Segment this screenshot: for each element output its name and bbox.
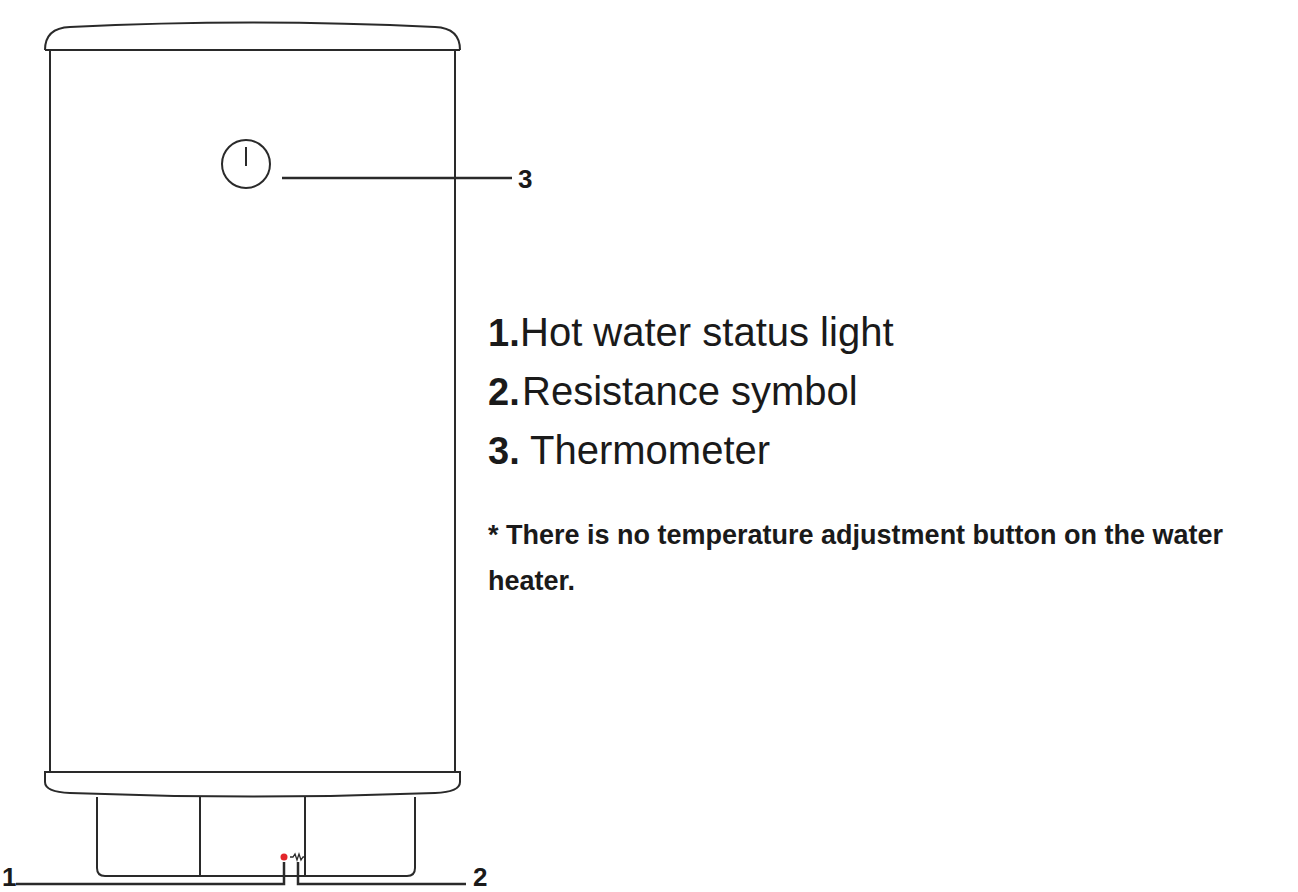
part-name: Resistance symbol bbox=[522, 371, 858, 411]
leader-line bbox=[16, 862, 284, 884]
top-cap bbox=[45, 23, 460, 51]
top-cap-edge bbox=[45, 49, 460, 51]
leader-line bbox=[282, 177, 512, 180]
leader-line bbox=[298, 862, 466, 884]
tank-side bbox=[49, 50, 51, 772]
part-name: Hot water status light bbox=[520, 312, 894, 352]
control-box bbox=[97, 797, 415, 876]
callout-number: 1 bbox=[2, 864, 16, 890]
list-number: 3. bbox=[488, 432, 520, 470]
callout-number: 3 bbox=[518, 166, 532, 192]
status-light bbox=[281, 854, 288, 861]
tank-side bbox=[454, 50, 456, 772]
resistor-symbol bbox=[290, 854, 306, 860]
note-text: * There is no temperature adjustment but… bbox=[488, 512, 1288, 604]
bottom-cap bbox=[45, 772, 460, 797]
control-box-seam bbox=[304, 797, 306, 876]
thermometer-needle bbox=[245, 147, 247, 166]
list-number: 1. bbox=[488, 314, 520, 352]
thermometer bbox=[222, 140, 270, 188]
control-box-seam bbox=[199, 797, 201, 876]
callout-number: 2 bbox=[473, 864, 487, 890]
list-number: 2. bbox=[488, 373, 520, 411]
part-name: Thermometer bbox=[530, 430, 770, 470]
